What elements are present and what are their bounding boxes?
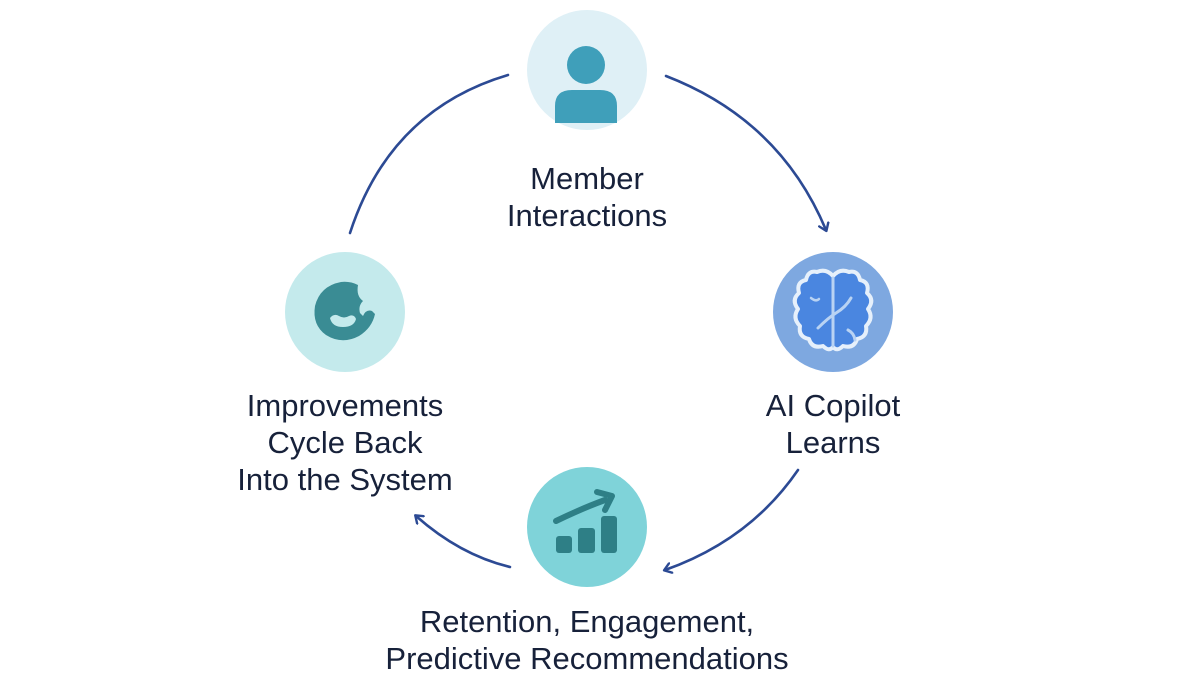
user-icon — [555, 46, 617, 123]
arrow-ai-to-retention — [665, 468, 800, 570]
node-improvements-cycle-back — [285, 252, 405, 372]
arrow-member-to-ai — [664, 74, 826, 230]
label-line: Learns — [785, 425, 881, 460]
growth-chart-icon — [553, 489, 617, 553]
cycle-feedback-icon — [314, 281, 375, 341]
label-improvements-cycle-back: Improvements Cycle Back Into the System — [195, 387, 495, 498]
label-line: AI Copilot — [765, 388, 901, 423]
label-line: Predictive Recommendations — [385, 641, 789, 676]
label-member-interactions: Member Interactions — [487, 160, 687, 234]
label-line: Into the System — [237, 462, 453, 497]
label-line: Retention, Engagement, — [419, 604, 755, 639]
label-line: Member — [530, 161, 644, 196]
brain-icon — [792, 268, 874, 352]
label-line: Improvements — [246, 388, 444, 423]
node-member-interactions — [527, 10, 647, 130]
node-retention-engagement — [527, 467, 647, 587]
arrow-retention-to-improvements — [416, 516, 512, 569]
arc-improvements-to-member — [348, 73, 510, 235]
label-line: Cycle Back — [267, 425, 423, 460]
node-circle — [527, 467, 647, 587]
node-ai-copilot-learns — [773, 252, 893, 372]
label-retention-engagement: Retention, Engagement, Predictive Recomm… — [337, 603, 837, 677]
label-ai-copilot-learns: AI Copilot Learns — [733, 387, 933, 461]
label-line: Interactions — [506, 198, 668, 233]
